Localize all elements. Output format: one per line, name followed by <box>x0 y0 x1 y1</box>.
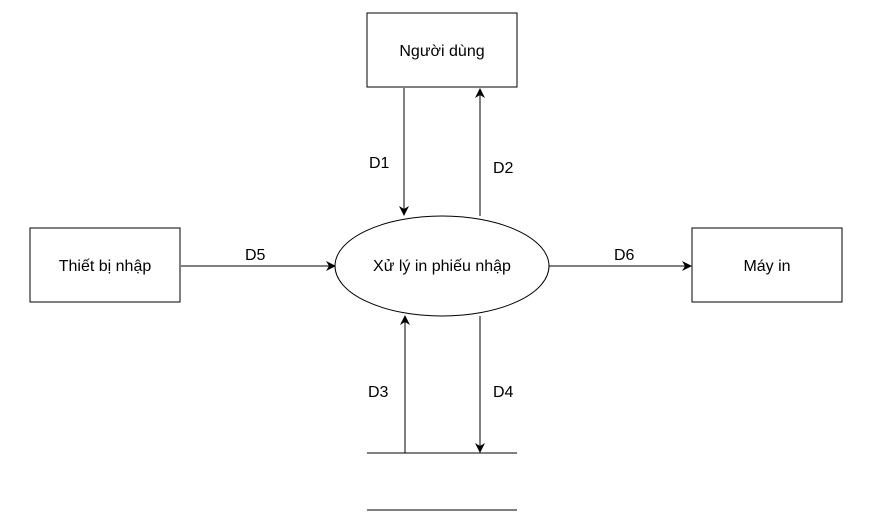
flow-d6: D6 <box>549 247 692 271</box>
printer-label: Máy in <box>743 258 790 275</box>
flow-d5-label: D5 <box>245 247 266 264</box>
input-device-entity: Thiết bị nhập <box>29 227 181 303</box>
flow-d4-label: D4 <box>493 384 514 401</box>
data-store <box>367 452 517 511</box>
flow-d1-label: D1 <box>369 155 390 172</box>
flow-d6-label: D6 <box>614 247 635 264</box>
flow-d3-label: D3 <box>368 384 389 401</box>
process-label: Xử lý in phiếu nhập <box>373 258 511 275</box>
flow-d4: D4 <box>475 316 514 453</box>
flow-d2-label: D2 <box>493 160 514 177</box>
flow-d5: D5 <box>181 247 336 271</box>
flow-d1: D1 <box>369 88 409 216</box>
flow-d3: D3 <box>368 315 410 453</box>
input-device-box <box>29 227 181 303</box>
input-device-label: Thiết bị nhập <box>59 258 152 275</box>
user-entity: Người dùng <box>366 12 518 88</box>
process-node: Xử lý in phiếu nhập <box>334 215 550 317</box>
flow-d2: D2 <box>475 88 514 216</box>
printer-box <box>691 227 843 303</box>
printer-entity: Máy in <box>691 227 843 303</box>
user-label: Người dùng <box>399 43 484 60</box>
user-box <box>366 12 518 88</box>
